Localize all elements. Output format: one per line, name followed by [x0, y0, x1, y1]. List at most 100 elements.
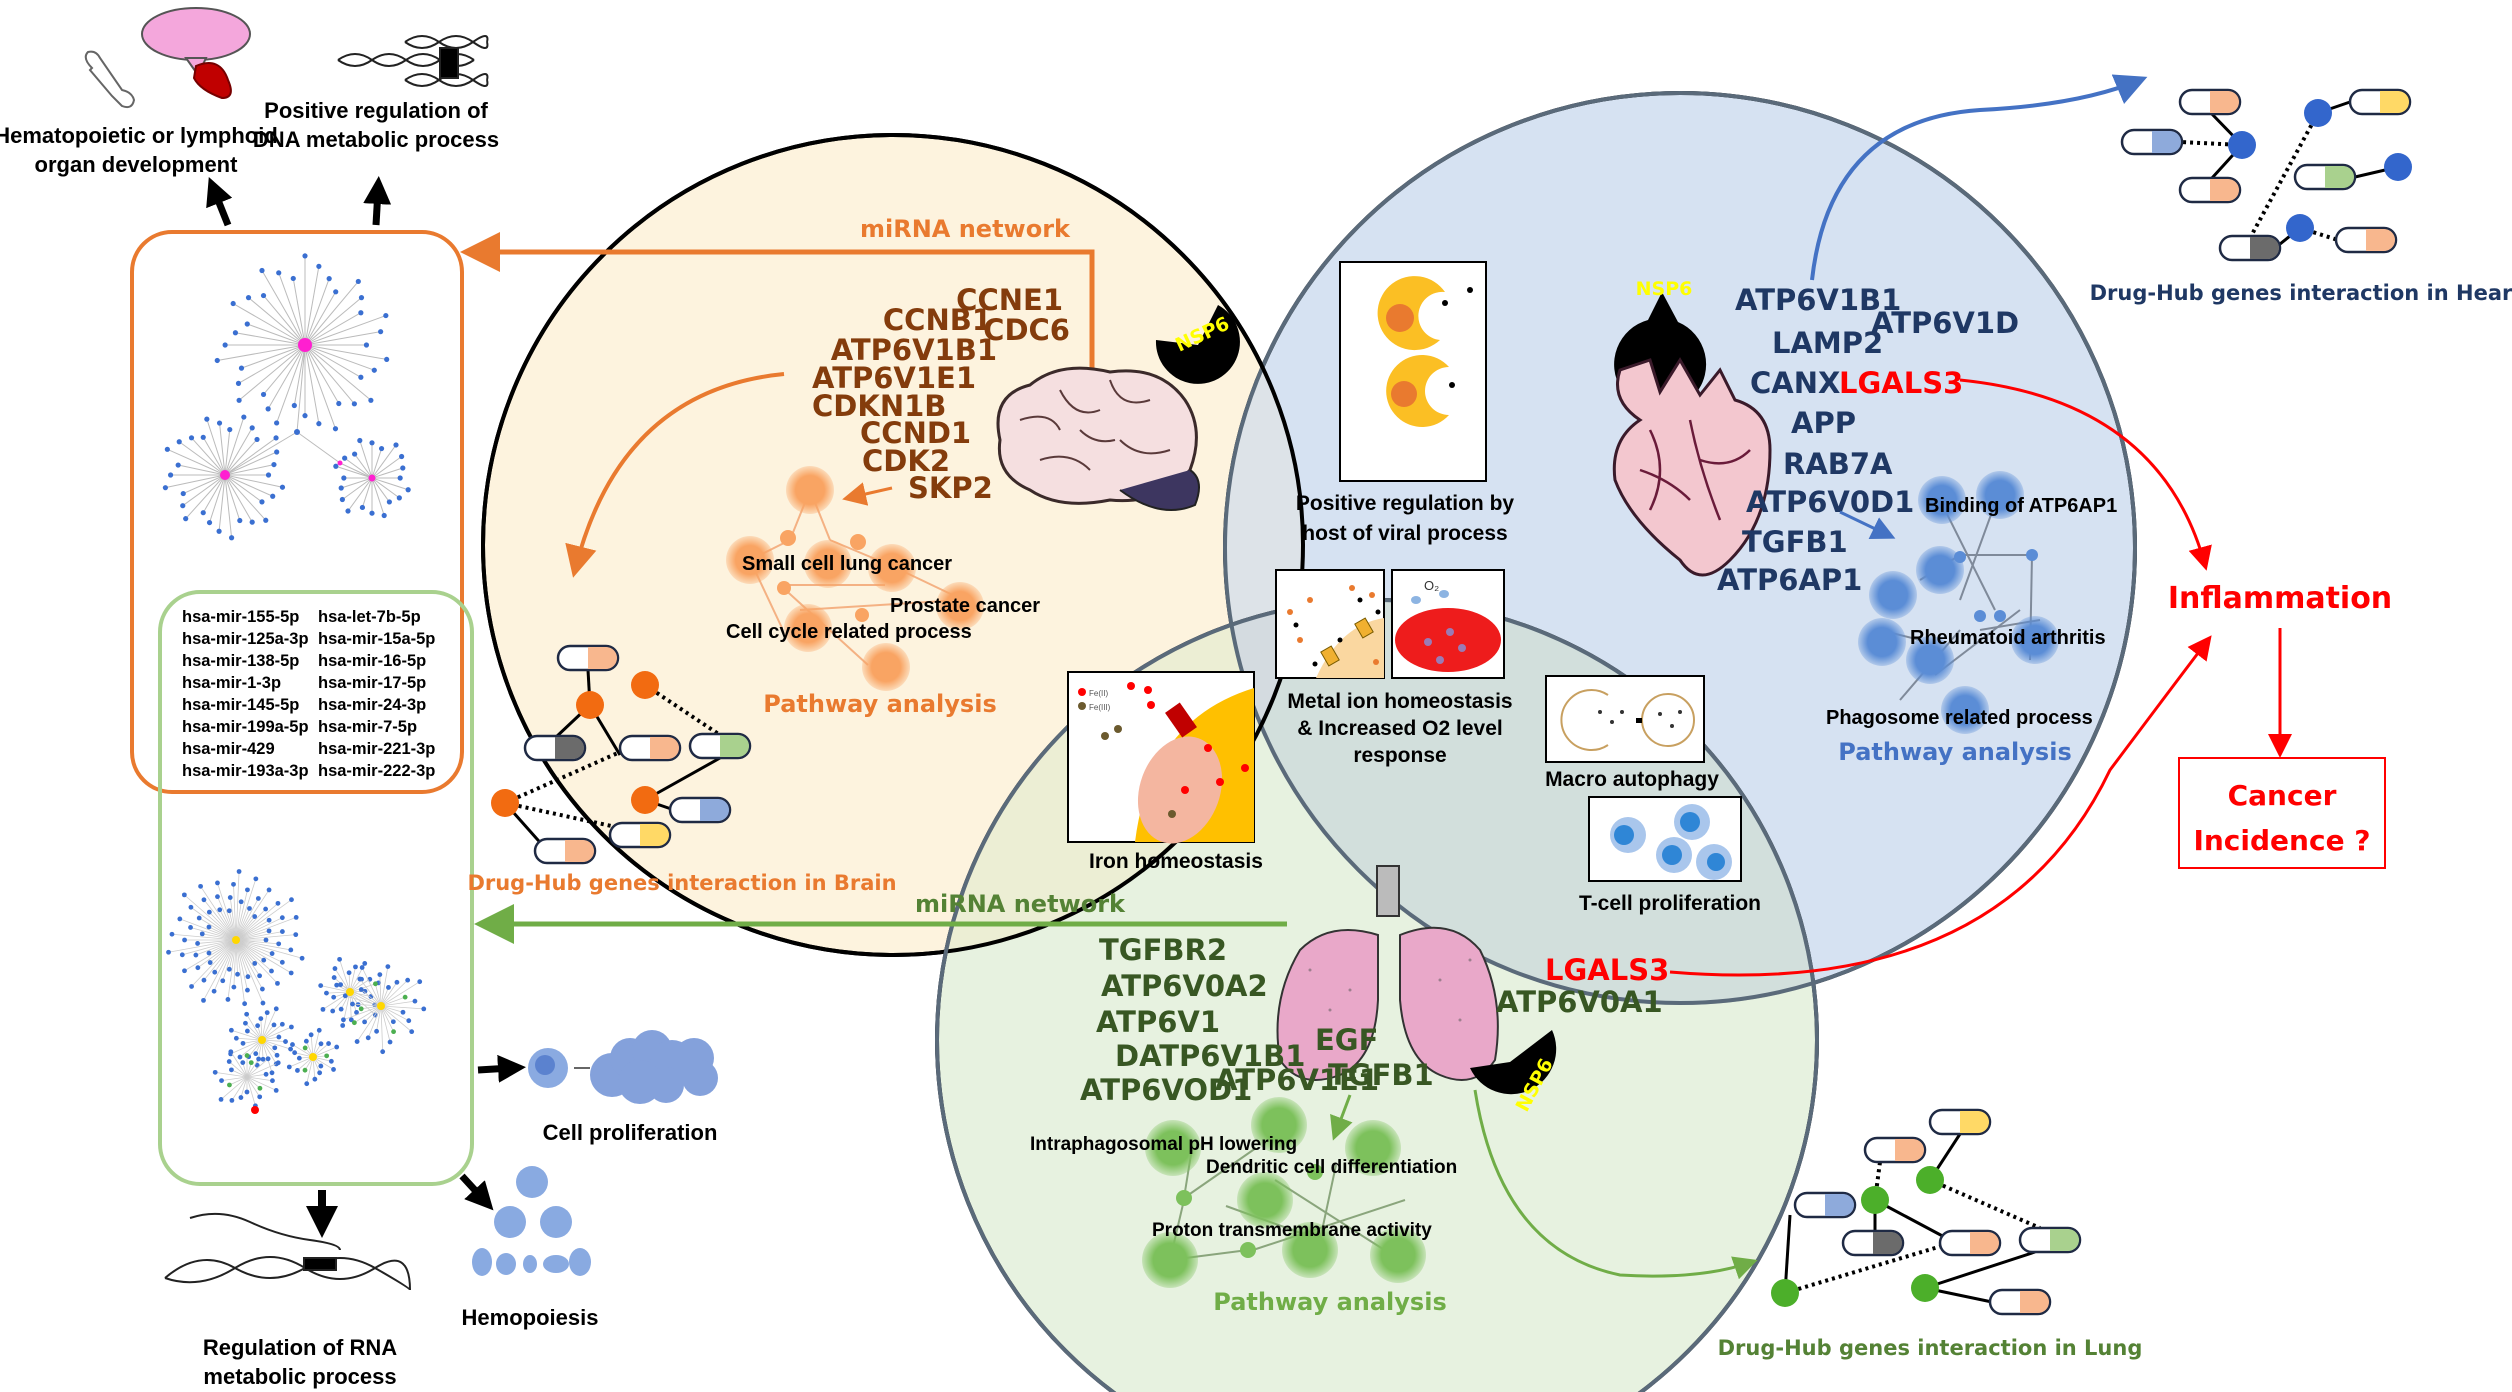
inflammation-label: Inflammation: [2168, 581, 2392, 616]
heart-gene: APP: [1791, 406, 1856, 440]
lung-mirna-network-box: [158, 590, 474, 1186]
macro-autophagy-icon: [1560, 689, 1695, 751]
brain-gene: CDK2: [862, 444, 950, 478]
cancer-label-1: Cancer: [2228, 779, 2337, 812]
lung-drug-hub-network: [1771, 1108, 2082, 1316]
bone-icon: [84, 50, 136, 109]
brain-drug-hub-network: [491, 644, 752, 865]
hub-gene-node: [631, 786, 659, 814]
mirna-item: hsa-mir-138-5p: [182, 652, 299, 670]
metal-ion-icon: [1287, 585, 1384, 678]
macro-autophagy-image: [1545, 675, 1705, 763]
brain-pathway-label: Prostate cancer: [890, 595, 1040, 617]
lung-organ-illustration: [1276, 865, 1499, 1081]
rna-label-1: Regulation of RNA: [203, 1335, 397, 1360]
hub-gene-node: [2286, 214, 2314, 242]
lung-gene: ATP6VOD1: [1080, 1073, 1252, 1107]
brain-gene: CDC6: [983, 313, 1070, 347]
lung-pathway-analysis-title: Pathway analysis: [1213, 1288, 1446, 1316]
hemopoiesis-label: Hemopoiesis: [462, 1305, 599, 1330]
heart-drug-hub-title: Drug-Hub genes interaction in Heart: [2090, 281, 2512, 305]
brain-gene: CCNB1: [883, 303, 992, 337]
mirna-item: hsa-mir-1-3p: [182, 674, 281, 692]
cell-proliferation-label: Cell proliferation: [543, 1120, 718, 1145]
spleen-icon: [192, 62, 232, 100]
mirna-item: hsa-mir-15a-5p: [318, 630, 435, 648]
dna-label-1: Positive regulation of: [264, 98, 488, 123]
heart-gene: ATP6V1D: [1871, 306, 2019, 340]
dna-icon: [337, 35, 489, 87]
mirna-item: hsa-mir-221-3p: [318, 740, 435, 758]
hematopoietic-label-1: Hematopoietic or lymphoid: [0, 123, 278, 148]
rna-label-2: metabolic process: [203, 1364, 396, 1389]
heart-gene: ATP6AP1: [1717, 563, 1862, 597]
hub-gene-node: [1861, 1186, 1889, 1214]
lung-pathway-network: [1142, 1097, 1426, 1288]
dna-label-2: DNA metabolic process: [253, 127, 499, 152]
metal-ion-label-2: & Increased O2 level: [1297, 717, 1502, 740]
mirna-item: hsa-mir-429: [182, 740, 275, 758]
metal-ion-label-3: response: [1353, 744, 1446, 767]
heart-gene: LAMP2: [1772, 326, 1883, 360]
heart-gene-list: ATP6V1B1 ATP6V1D LAMP2 CANX LGALS3 APP R…: [1717, 283, 2019, 597]
cell-proliferation-illustration: [528, 1030, 718, 1104]
hematopoietic-label-2: organ development: [35, 152, 239, 177]
mirna-list: hsa-mir-155-5phsa-mir-125a-3phsa-mir-138…: [182, 608, 435, 780]
arrow-to-hemopoiesis: [459, 1173, 494, 1211]
lung-mirna-network-label: miRNA network: [915, 890, 1126, 918]
svg-text:NSP6: NSP6: [1636, 278, 1693, 300]
hematopoietic-illustration: Hematopoietic or lymphoid organ developm…: [0, 7, 278, 177]
brain-gene: CCNE1: [956, 283, 1063, 317]
brain-mirna-network-graph: [162, 253, 411, 541]
rna-dna-icon: [164, 1212, 411, 1291]
hub-gene-node: [1916, 1166, 1944, 1194]
lung-gene: ATP6V0A1: [1496, 985, 1663, 1019]
arrow-to-dna: [363, 176, 392, 226]
lung-gene: ATP6V1: [1096, 1005, 1220, 1039]
heart-pathway-label: Binding of ATP6AP1: [1925, 495, 2117, 517]
hub-gene-node: [2228, 131, 2256, 159]
macro-autophagy-label: Macro autophagy: [1545, 768, 1719, 791]
brain-pathway-label: Cell cycle related process: [726, 621, 972, 643]
heart-gene: ATP6V0D1: [1746, 485, 1914, 519]
brain-organ-illustration: [996, 366, 1200, 511]
cancer-incidence-box: [2178, 757, 2386, 869]
t-cell-label: T-cell proliferation: [1579, 892, 1761, 915]
brain-drug-hub-title: Drug-Hub genes interaction in Brain: [467, 871, 896, 895]
mirna-item: hsa-mir-145-5p: [182, 696, 299, 714]
brain-mirna-network-box: [130, 230, 464, 794]
lung-gene: TGFB1: [1328, 1058, 1434, 1092]
heart-gene: RAB7A: [1783, 447, 1893, 481]
atp6v0d1-arrow: [1839, 510, 1896, 540]
mirna-item: hsa-mir-199a-5p: [182, 718, 309, 736]
heart-gene: CANX: [1750, 366, 1840, 400]
lung-gene: ATP6V1E1: [1215, 1063, 1379, 1097]
hub-gene-node: [491, 789, 519, 817]
heart-lgals3-to-inflammation: [1959, 378, 2212, 571]
atp6v1e1-arrow: [1330, 1094, 1353, 1141]
t-cell-icon: [1610, 804, 1732, 880]
viral-process-label-1: Positive regulation by: [1296, 492, 1515, 515]
lung-pathway-label: Dendritic cell differentiation: [1206, 1157, 1457, 1178]
lung-gene: ATP6V0A2: [1101, 969, 1268, 1003]
lung-gene: TGFBR2: [1099, 933, 1227, 967]
lung-lgals3-to-inflammation: [1669, 635, 2212, 977]
heart-pathway-label: Phagosome related process: [1826, 707, 2093, 729]
brain-mirna-arrow: [460, 232, 1095, 372]
lung-drug-hub-title: Drug-Hub genes interaction in Lung: [1718, 1336, 2143, 1360]
iron-legend-fe2: Fe(II): [1089, 689, 1108, 698]
brain-gene-list: CCNE1 CCNB1 CDC6 ATP6V1B1 ATP6V1E1 CDKN1…: [812, 283, 1070, 505]
brain-gene: ATP6V1B1: [831, 333, 997, 367]
skp2-arrow: [842, 482, 893, 506]
heart-pathway-analysis-title: Pathway analysis: [1838, 738, 2071, 766]
brain-gene: ATP6V1E1: [812, 361, 976, 395]
hemopoiesis-illustration: [472, 1166, 591, 1276]
lung-drughub-arrow: [1473, 1089, 1758, 1280]
lung-gene: EGF: [1315, 1023, 1378, 1057]
viral-cell-icon: [1377, 276, 1473, 427]
hub-gene-node: [2304, 99, 2332, 127]
hub-gene-node: [1911, 1274, 1939, 1302]
iron-legend-fe3: Fe(III): [1089, 703, 1111, 712]
hub-gene-node: [1771, 1279, 1799, 1307]
